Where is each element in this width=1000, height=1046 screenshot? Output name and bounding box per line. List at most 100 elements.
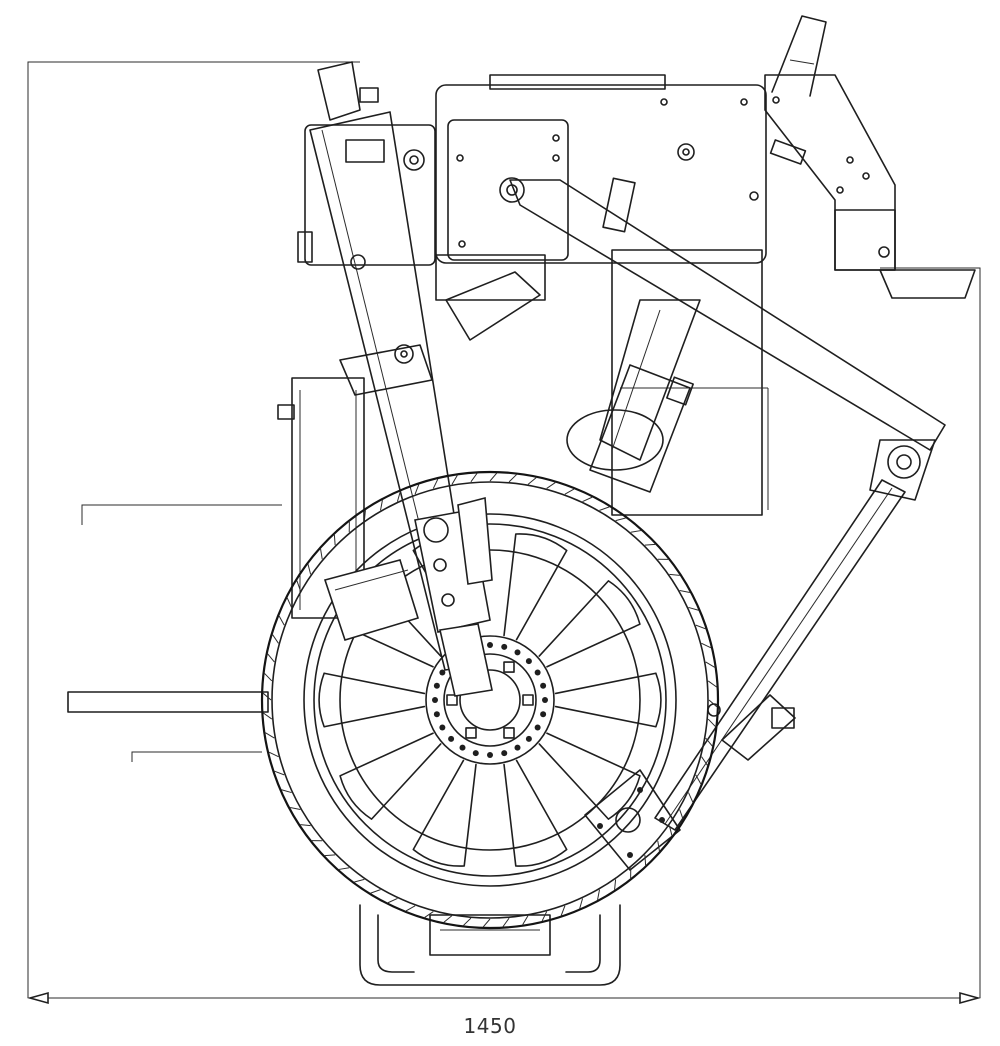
tire-tread-mark: [264, 673, 273, 682]
tire-tread-mark: [380, 500, 383, 511]
tire-tread-mark: [695, 774, 702, 785]
swing-arm: [499, 177, 946, 501]
tire-tread-mark: [668, 825, 673, 836]
hub-bolt: [525, 735, 532, 742]
wheel-spoke: [503, 533, 568, 641]
tire-tread-mark: [396, 491, 401, 502]
tire-tread-mark: [522, 915, 529, 925]
tire-tread-mark: [296, 580, 301, 591]
tire-tread-mark: [414, 484, 420, 495]
tire-tread-mark: [286, 597, 292, 608]
hub-bolt: [448, 735, 455, 742]
hub-lug: [503, 661, 515, 673]
tire-tread-mark: [489, 472, 498, 482]
tire-tread-mark: [688, 792, 694, 803]
hub-bolt: [432, 697, 438, 703]
tire-tread-mark: [502, 917, 510, 927]
tire-tread-mark: [333, 534, 336, 546]
wheel-spoke: [503, 759, 568, 867]
tire-tread-mark: [708, 699, 718, 708]
hub-bolt: [472, 750, 479, 757]
outer-frame: [27, 61, 981, 998]
tire-tread-mark: [579, 898, 584, 909]
tire-tread-mark: [657, 840, 660, 852]
tire-tread-mark: [582, 496, 593, 502]
tire-tread-mark: [300, 824, 311, 827]
tire-tread-mark: [463, 917, 472, 926]
wheel-spoke: [538, 732, 641, 820]
tire-tread-mark: [527, 477, 537, 485]
arrowhead-right-icon: [959, 991, 981, 1005]
tire-tread-mark: [482, 918, 491, 928]
tire-tread-mark: [354, 878, 365, 883]
hub-bolt: [487, 752, 493, 758]
head-unit: [297, 74, 767, 341]
wheel-spoke: [318, 672, 426, 728]
hub-bolt: [501, 750, 508, 757]
tire-tread-mark: [705, 737, 713, 747]
hub-bolt: [525, 658, 532, 665]
hub-bolt: [540, 711, 547, 718]
tire-tread-mark: [644, 543, 656, 546]
hub-bolt: [501, 643, 508, 650]
cylinder-shaft: [566, 299, 701, 493]
tire-tread-mark: [669, 573, 680, 576]
tire-tread-mark: [338, 867, 350, 870]
tire-tread-mark: [268, 751, 279, 758]
tire-tread-mark: [560, 905, 566, 916]
tire-tread-mark: [432, 478, 439, 489]
tire-tread-mark: [281, 789, 292, 794]
tire-tread-mark: [262, 692, 272, 701]
tire-tread-mark: [707, 680, 717, 688]
wheel-spoke: [339, 732, 442, 820]
tire-tread-mark: [599, 506, 610, 511]
tire-tread-mark: [695, 624, 706, 630]
dimension-width-label: 1450: [463, 1014, 517, 1038]
tire-tread-mark: [644, 854, 647, 866]
tire-tread-mark: [387, 898, 398, 904]
hub-bolt: [439, 724, 446, 731]
tire-tread-mark: [707, 718, 716, 727]
tire-tread-mark: [541, 911, 548, 922]
tire-tread-mark: [614, 879, 617, 890]
right-bracket: [764, 15, 976, 299]
tire-tread-mark: [265, 732, 275, 739]
machine-column: [277, 249, 769, 986]
hub-bolt: [542, 697, 548, 703]
hub-bolt: [514, 649, 521, 656]
tire-tread-mark: [688, 606, 699, 611]
hub-bolt: [487, 642, 493, 648]
tire-tread-mark: [615, 517, 626, 522]
wheel: [260, 470, 720, 930]
tire-tread-mark: [470, 473, 478, 483]
tire-tread-mark: [701, 642, 712, 649]
hub-bolt: [459, 744, 466, 751]
tire-tread-mark: [363, 510, 366, 521]
tire-tread-mark: [320, 548, 323, 560]
tire-tread-mark: [263, 712, 273, 720]
hub-lug: [446, 694, 458, 706]
tire-tread-mark: [290, 807, 301, 810]
tire-tread-mark: [451, 475, 458, 485]
tire-tread-mark: [679, 590, 690, 593]
hub-bolt: [439, 669, 446, 676]
wheel-spoke: [412, 759, 477, 867]
hub-bolt: [433, 711, 440, 718]
tire-tread-mark: [546, 482, 556, 489]
hub-lug: [522, 694, 534, 706]
tire-tread-mark: [370, 889, 381, 894]
hub-bolt: [433, 682, 440, 689]
tire-tread-mark: [630, 530, 642, 533]
tire-tread-mark: [679, 809, 684, 820]
tire-tread-mark: [267, 653, 275, 663]
arrowhead-left-icon: [27, 991, 49, 1005]
hub-bolt: [540, 682, 547, 689]
wheel-spoke: [554, 672, 662, 728]
tire-tread-mark: [443, 915, 453, 923]
tire-tread-mark: [278, 615, 285, 626]
tire-tread-mark: [508, 474, 517, 483]
tire-tread-mark: [307, 564, 312, 575]
clamp-unit: [323, 496, 493, 697]
tire-tread-mark: [272, 634, 279, 644]
